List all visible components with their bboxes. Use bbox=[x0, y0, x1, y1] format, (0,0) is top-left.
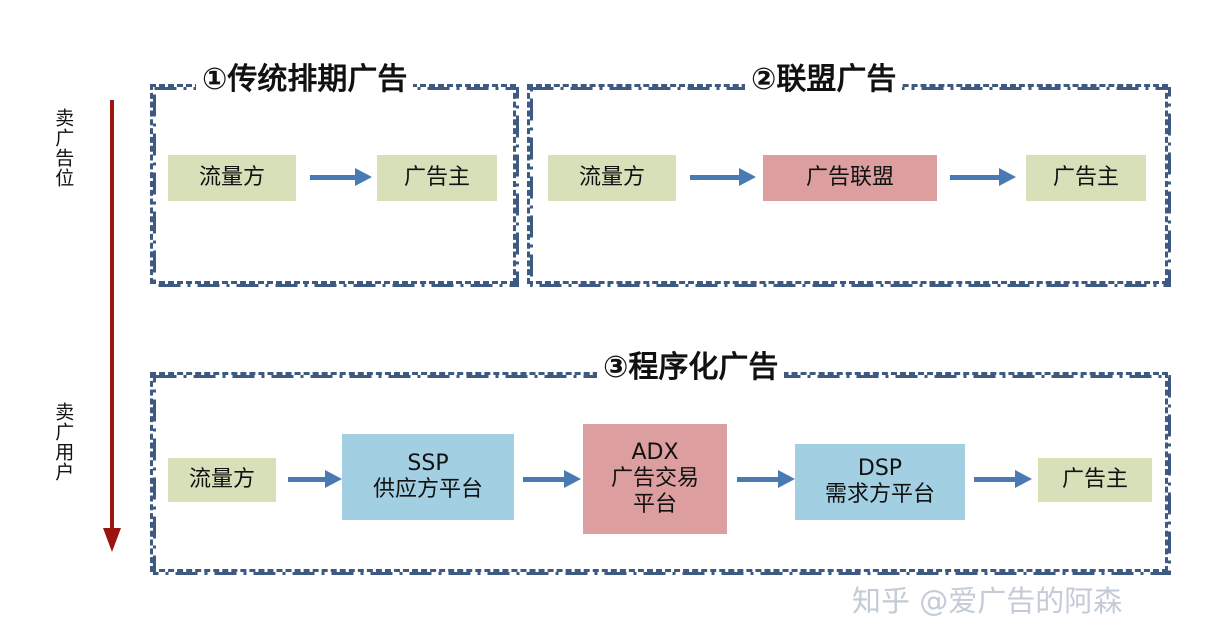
node-advertiser-ad-network[interactable]: 广告主 bbox=[1026, 155, 1146, 201]
arrow-publisher-to-advertiser-traditional bbox=[310, 168, 372, 186]
arrow-ssp-to-adx bbox=[523, 470, 581, 488]
node-dsp[interactable]: DSP 需求方平台 bbox=[795, 444, 965, 520]
arrow-alliance-to-advertiser bbox=[950, 168, 1016, 186]
node-ad-alliance[interactable]: 广告联盟 bbox=[763, 155, 937, 201]
down-arrow-icon bbox=[103, 528, 121, 552]
watermark: 知乎 @爱广告的阿森 bbox=[852, 584, 1123, 618]
axis-label-sell-ad-slot: 卖广告位 bbox=[52, 108, 75, 188]
node-publisher-programmatic[interactable]: 流量方 bbox=[168, 458, 276, 502]
down-arrow-shaft bbox=[110, 100, 114, 532]
arrow-publisher-to-alliance bbox=[690, 168, 756, 186]
panel-title-programmatic: ③程序化广告 bbox=[597, 342, 785, 386]
node-publisher-traditional[interactable]: 流量方 bbox=[168, 155, 296, 201]
node-ssp[interactable]: SSP 供应方平台 bbox=[342, 434, 514, 520]
arrow-publisher-to-ssp bbox=[288, 470, 342, 488]
axis-label-sell-ad-user: 卖广用户 bbox=[52, 402, 75, 482]
arrow-adx-to-dsp bbox=[737, 470, 795, 488]
arrow-dsp-to-advertiser bbox=[974, 470, 1032, 488]
node-adx[interactable]: ADX 广告交易 平台 bbox=[583, 424, 727, 534]
node-advertiser-programmatic[interactable]: 广告主 bbox=[1038, 458, 1152, 502]
panel-title-ad-network: ②联盟广告 bbox=[745, 54, 903, 98]
node-publisher-ad-network[interactable]: 流量方 bbox=[548, 155, 676, 201]
node-advertiser-traditional[interactable]: 广告主 bbox=[377, 155, 497, 201]
panel-title-traditional: ①传统排期广告 bbox=[196, 54, 414, 98]
